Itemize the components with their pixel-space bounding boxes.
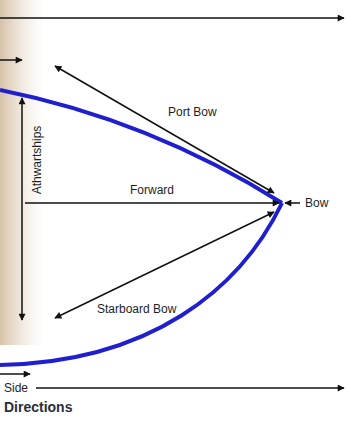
short-left-arrow bbox=[0, 373, 30, 375]
starboard-bow-arrow bbox=[55, 212, 274, 318]
hull-starboard-side bbox=[0, 203, 282, 365]
background-photo-strip bbox=[0, 0, 44, 345]
port-bow-label: Port Bow bbox=[168, 106, 217, 118]
short-left-arrow bbox=[0, 59, 22, 61]
bow-label: Bow bbox=[305, 197, 328, 209]
starboard-bow-label: Starboard Bow bbox=[97, 303, 176, 315]
forward-arrow bbox=[25, 202, 279, 204]
diagram-caption: Directions bbox=[4, 400, 72, 415]
athwartships-label: Athwartships bbox=[31, 126, 43, 195]
port-bow-arrow bbox=[55, 66, 274, 193]
side-arrow bbox=[36, 387, 344, 389]
forward-label: Forward bbox=[130, 184, 174, 196]
side-label: Side bbox=[4, 382, 28, 394]
athwartships-arrow bbox=[21, 98, 23, 320]
hull-port-side bbox=[0, 90, 282, 203]
bow-arrow bbox=[285, 202, 300, 204]
top-direction-arrow bbox=[0, 17, 344, 19]
